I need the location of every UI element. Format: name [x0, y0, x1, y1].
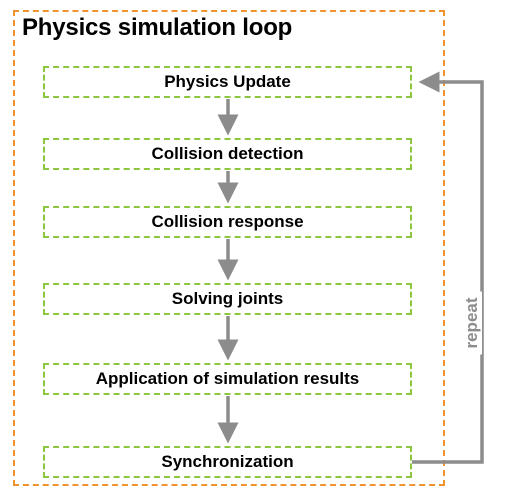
step-collision-response: Collision response — [43, 206, 412, 238]
step-physics-update: Physics Update — [43, 66, 412, 98]
step-synchronization: Synchronization — [43, 446, 412, 478]
diagram-title: Physics simulation loop — [22, 14, 293, 41]
step-solving-joints: Solving joints — [43, 283, 412, 315]
step-application-of-results: Application of simulation results — [43, 363, 412, 395]
step-collision-detection: Collision detection — [43, 138, 412, 170]
repeat-label: repeat — [462, 291, 482, 355]
